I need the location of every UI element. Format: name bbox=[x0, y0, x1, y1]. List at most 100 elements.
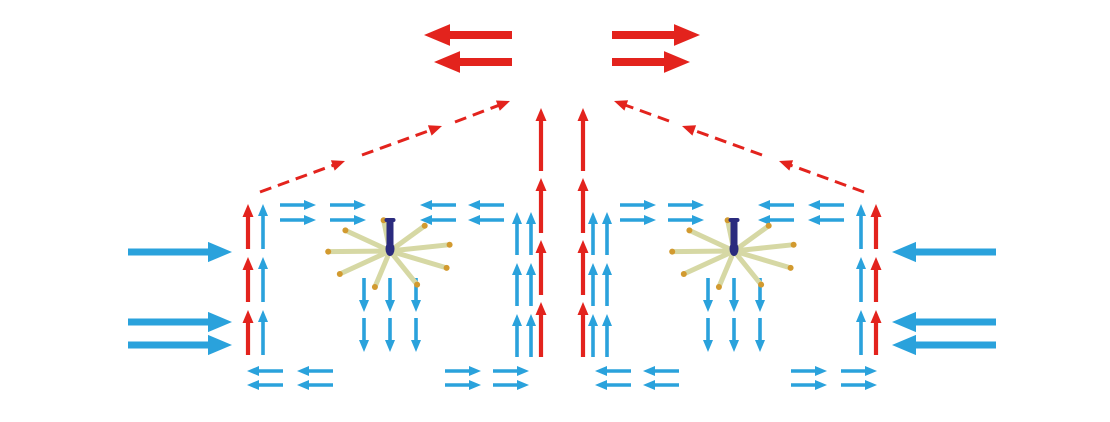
roof-rise-left-arrows bbox=[259, 100, 510, 194]
intake-right-arrows-head bbox=[892, 311, 916, 333]
fan-downdraft-right-head bbox=[755, 300, 765, 312]
roof-rise-right-arrows bbox=[614, 100, 865, 194]
center-riser-warm-left-head bbox=[535, 108, 547, 121]
fan-blade bbox=[731, 242, 797, 254]
ceiling-flow-left-bay-head bbox=[354, 215, 366, 225]
center-riser-warm-right-head bbox=[577, 178, 589, 191]
ceiling-flow-left-bay-head bbox=[468, 215, 480, 225]
fan-motor bbox=[385, 242, 395, 256]
wall-riser-warm-left-head bbox=[242, 204, 254, 217]
fan-blade bbox=[681, 248, 737, 277]
fan-blade-tip bbox=[758, 281, 765, 288]
floor-flow-left-bay bbox=[247, 366, 529, 390]
floor-flow-right-bay-head bbox=[865, 366, 877, 376]
center-riser-cool-right-head bbox=[602, 263, 612, 275]
wall-riser-cool-right-head bbox=[856, 257, 866, 269]
intake-right-arrows bbox=[892, 241, 996, 356]
fan-blade-tip bbox=[446, 241, 453, 248]
fan-blade bbox=[731, 248, 764, 288]
floor-flow-left-bay-head bbox=[517, 380, 529, 390]
fan-blade-tip bbox=[421, 222, 428, 229]
fan-downdraft-right-head bbox=[729, 340, 739, 352]
floor-flow-right-bay-head bbox=[643, 380, 655, 390]
ceiling-flow-right-bay bbox=[620, 200, 844, 225]
fan-blade-tip bbox=[715, 284, 722, 290]
intake-right-arrows-head bbox=[892, 334, 916, 356]
fan-downdraft-left-head bbox=[359, 340, 369, 352]
center-riser-cool-right-head bbox=[588, 314, 598, 326]
wall-riser-warm-left-head bbox=[242, 257, 254, 270]
fan-blade-tip bbox=[765, 222, 772, 229]
roof-rise-right-arrows-head bbox=[682, 125, 697, 136]
floor-flow-left-bay-head bbox=[247, 380, 259, 390]
roof-rise-left-arrows-head bbox=[330, 160, 345, 171]
wall-riser-warm-left bbox=[242, 204, 254, 355]
center-riser-cool-right bbox=[588, 212, 612, 357]
wall-riser-cool-right-head bbox=[856, 204, 866, 216]
center-riser-warm-left-head bbox=[535, 240, 547, 253]
fan-downdraft-left-head bbox=[359, 300, 369, 312]
roof-rise-right-arrows-shaft bbox=[624, 103, 670, 123]
center-riser-warm-right bbox=[577, 108, 589, 357]
fan-hub bbox=[730, 219, 738, 246]
floor-flow-right-bay bbox=[595, 366, 877, 390]
fan-downdraft-right bbox=[703, 278, 765, 352]
fan-blade bbox=[372, 248, 393, 290]
floor-flow-left-bay-head bbox=[517, 366, 529, 376]
fan-blade bbox=[731, 248, 794, 271]
exhaust-right-arrows bbox=[612, 24, 700, 73]
fan-blade-tip bbox=[686, 227, 693, 234]
wall-riser-cool-left-head bbox=[258, 310, 268, 322]
ceiling-fan-icon bbox=[325, 217, 453, 290]
ceiling-flow-left-bay bbox=[280, 200, 504, 225]
wall-riser-cool-right-head bbox=[856, 310, 866, 322]
fan-blade bbox=[342, 227, 393, 254]
fan-blade bbox=[686, 227, 737, 254]
floor-flow-left-bay-head bbox=[297, 380, 309, 390]
center-riser-cool-left-head bbox=[512, 263, 522, 275]
center-riser-warm-left-head bbox=[535, 178, 547, 191]
ceiling-flow-left-bay-head bbox=[420, 200, 432, 210]
fan-blade bbox=[387, 223, 428, 254]
ceiling-flow-right-bay-head bbox=[758, 215, 770, 225]
floor-flow-right-bay-head bbox=[815, 366, 827, 376]
center-riser-cool-right-head bbox=[588, 212, 598, 224]
ceiling-flow-right-bay-head bbox=[758, 200, 770, 210]
exhaust-right-arrows-head bbox=[664, 51, 690, 73]
intake-left-arrows-head bbox=[208, 241, 232, 263]
center-riser-cool-left bbox=[512, 212, 536, 357]
center-riser-warm-right-head bbox=[577, 108, 589, 121]
fan-motor bbox=[729, 242, 739, 256]
intake-left-arrows-head bbox=[208, 334, 232, 356]
ceiling-flow-right-bay-head bbox=[808, 215, 820, 225]
fan-blade-tip bbox=[669, 248, 676, 255]
wall-riser-warm-left-head bbox=[242, 310, 254, 323]
floor-flow-left-bay-head bbox=[297, 366, 309, 376]
center-riser-cool-left-head bbox=[526, 212, 536, 224]
fan-mount bbox=[384, 218, 396, 222]
wall-riser-warm-right-head bbox=[870, 310, 882, 323]
ceiling-flow-left-bay-head bbox=[420, 215, 432, 225]
floor-flow-left-bay-head bbox=[469, 380, 481, 390]
roof-rise-left-arrows-shaft bbox=[361, 128, 432, 157]
center-riser-warm-left-head bbox=[535, 302, 547, 315]
center-riser-warm-right-head bbox=[577, 302, 589, 315]
fan-blade-tip bbox=[336, 271, 343, 277]
fan-downdraft-right-head bbox=[703, 340, 713, 352]
fan-mount bbox=[728, 218, 740, 222]
ceiling-fan-icon bbox=[669, 217, 797, 290]
fan-blade-tip bbox=[325, 248, 332, 255]
fan-blade bbox=[387, 242, 453, 254]
roof-rise-left-arrows-shaft bbox=[259, 163, 335, 194]
intake-left-arrows-head bbox=[208, 311, 232, 333]
fan-blade-tip bbox=[414, 281, 421, 288]
floor-flow-right-bay-head bbox=[815, 380, 827, 390]
center-riser-cool-right-head bbox=[602, 212, 612, 224]
floor-flow-left-bay-head bbox=[247, 366, 259, 376]
fan-blade bbox=[387, 248, 420, 288]
ceiling-flow-left-bay-head bbox=[468, 200, 480, 210]
ceiling-flow-right-bay-head bbox=[692, 200, 704, 210]
fan-blade bbox=[325, 248, 393, 255]
ceiling-flow-right-bay-head bbox=[692, 215, 704, 225]
